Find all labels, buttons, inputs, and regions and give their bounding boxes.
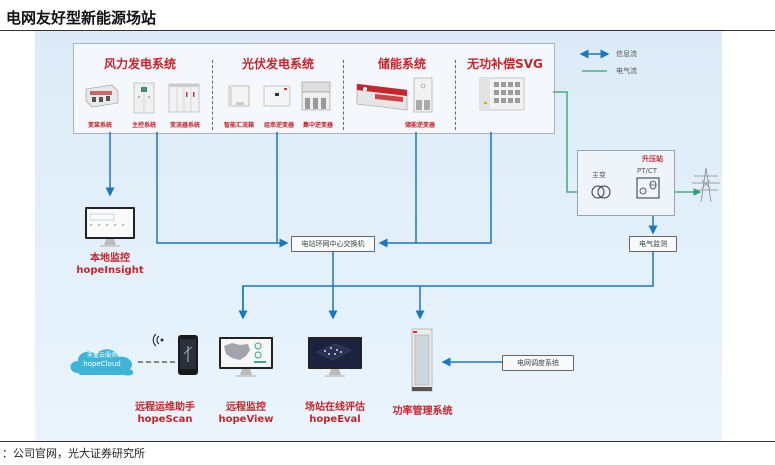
- link-wind-to-switch: [156, 132, 289, 248]
- separator: [455, 60, 456, 130]
- app-remote-monitor-cn: 远程监控: [226, 402, 266, 413]
- svg-system-title: 无功补偿SVG: [467, 57, 543, 71]
- device-label-main-control: 主控系统: [131, 122, 156, 129]
- converter-system-device-icon: [168, 83, 200, 113]
- app-local-monitor-en: hopeInsight: [76, 265, 144, 276]
- electrical-monitoring-box: 电气监测: [629, 236, 677, 252]
- separator: [212, 60, 213, 130]
- power-tower-icon: [692, 167, 720, 203]
- power-management-cabinet-icon: [411, 328, 433, 392]
- cloud-icon: [70, 349, 134, 376]
- device-label-combiner: 智能汇流箱: [223, 122, 254, 129]
- ptct-label: PT/CT: [637, 167, 658, 175]
- online-eval-monitor-icon: [308, 337, 362, 377]
- ptct-icon: [636, 177, 660, 199]
- source-note: ：公司官网，光大证券研究所: [2, 447, 145, 460]
- device-label-storage-inverter: 储能逆变器: [404, 122, 435, 129]
- main-transformer-label: 主变: [592, 171, 606, 179]
- combiner-box-device-icon: [228, 85, 250, 107]
- app-online-eval-cn: 场站在线评估: [305, 402, 365, 413]
- pv-system-title: 光伏发电系统: [241, 57, 314, 71]
- app-remote-monitor-en: hopeView: [218, 414, 274, 425]
- transformer-icon: [591, 185, 611, 199]
- network-switch-box: 电站环网中心交换机: [291, 236, 375, 252]
- storage-inverter-device-icon: [413, 77, 433, 113]
- main-control-device-icon: [133, 82, 155, 114]
- legend-power-flow-label: 电气流: [616, 67, 637, 75]
- battery-container-device-icon: [356, 83, 408, 111]
- remote-monitor-icon: [219, 337, 273, 377]
- device-label-central-inverter: 集中逆变器: [302, 122, 333, 129]
- central-inverter-device-icon: [301, 81, 331, 111]
- cloud-label-cn: 禾望云服务: [86, 352, 117, 359]
- local-monitor-icon: [85, 207, 135, 247]
- cloud-label-en: hopeCloud: [83, 360, 121, 368]
- device-label-pitch: 变桨系统: [87, 122, 112, 129]
- wind-system-title: 风力发电系统: [103, 57, 176, 71]
- app-remote-ops-cn: 远程运维助手: [135, 402, 195, 413]
- svg-compensator-device-icon: [479, 77, 525, 111]
- device-label-string-inverter: 组串逆变器: [263, 122, 294, 129]
- mobile-phone-icon: [178, 335, 198, 375]
- app-local-monitor-cn: 本地监控: [90, 253, 130, 264]
- app-power-mgmt-cn: 功率管理系统: [392, 406, 453, 417]
- info-bus: [242, 251, 654, 310]
- wifi-icon: [152, 333, 164, 347]
- storage-system-title: 储能系统: [377, 57, 426, 71]
- app-remote-ops-en: hopeScan: [137, 414, 193, 425]
- separator: [343, 60, 344, 130]
- booster-station-title: 升压站: [642, 155, 663, 163]
- legend-info-flow-label: 信息流: [616, 50, 637, 58]
- title-rule: [0, 30, 775, 31]
- footer-rule: [0, 441, 775, 442]
- link-svg-to-switch: [378, 132, 492, 248]
- app-online-eval-en: hopeEval: [309, 414, 361, 425]
- string-inverter-device-icon: [263, 85, 291, 107]
- page-title: 电网友好型新能源场站: [6, 9, 157, 27]
- grid-dispatch-box: 电网调度系统: [502, 355, 574, 371]
- device-label-converter: 变流器系统: [169, 122, 200, 129]
- pitch-system-device-icon: [85, 84, 119, 108]
